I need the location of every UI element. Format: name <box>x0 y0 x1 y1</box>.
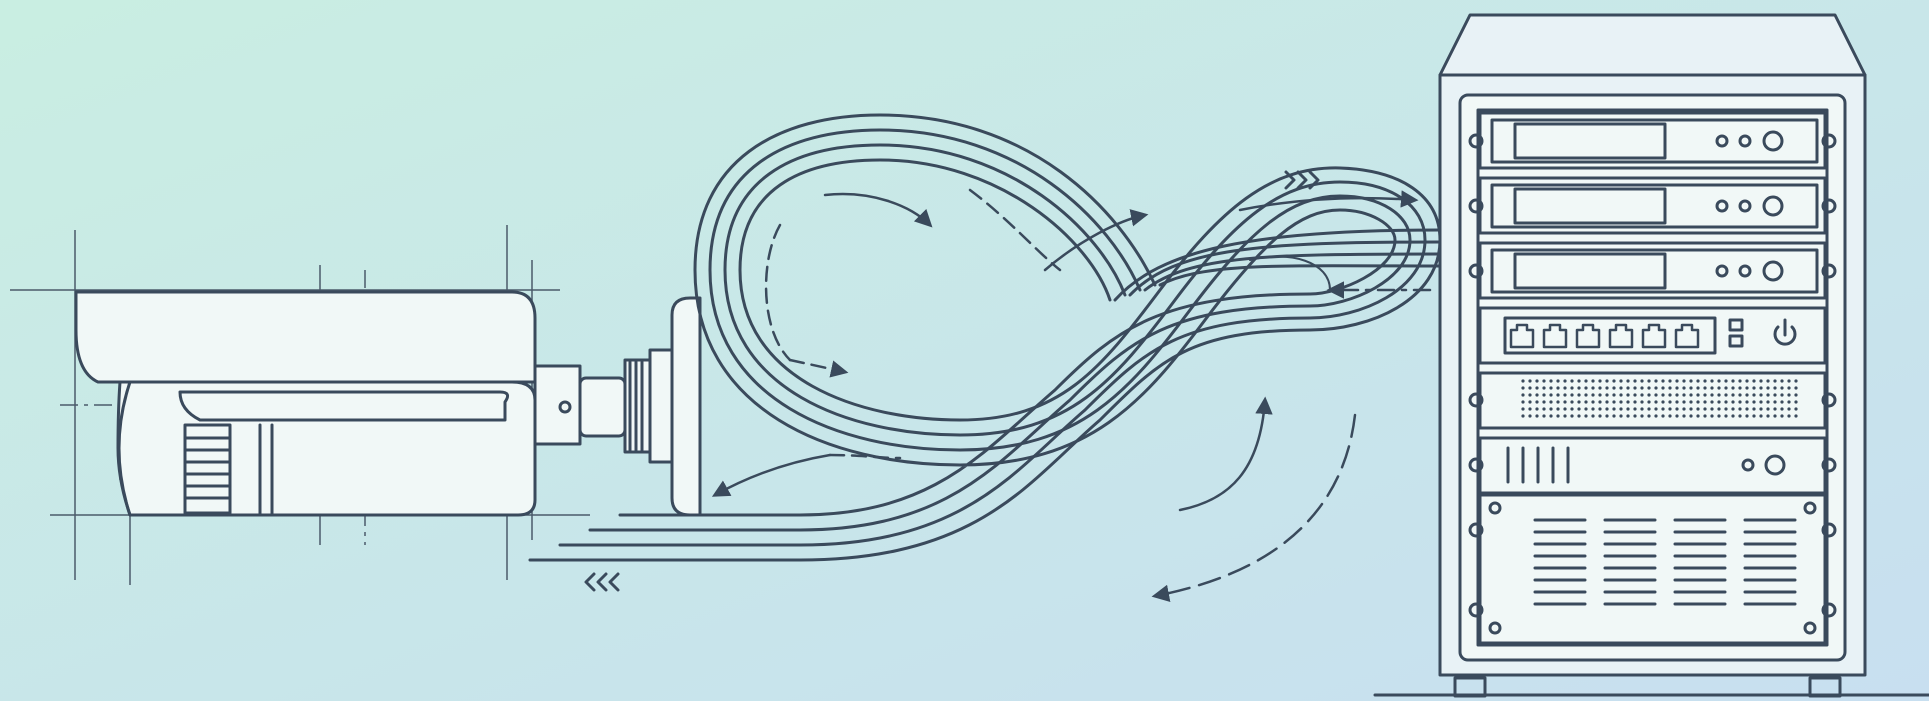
drive-unit <box>1468 176 1837 235</box>
vented-door <box>1468 493 1837 645</box>
data-flow-arrows <box>528 188 1432 602</box>
ethernet-port-icon <box>1542 323 1568 349</box>
vent-panel <box>1468 371 1837 430</box>
ethernet-port-icon <box>1608 323 1634 349</box>
ethernet-port-icon <box>1509 323 1535 349</box>
network-switch <box>1478 306 1827 365</box>
ethernet-port-icon <box>1641 323 1667 349</box>
storage-unit <box>1468 436 1837 495</box>
server-rack-icon <box>1373 13 1929 698</box>
cable-loop <box>528 113 1442 562</box>
ethernet-port-icon <box>1674 323 1700 349</box>
camera-icon <box>74 290 702 517</box>
power-icon <box>1773 325 1797 346</box>
chevron-right-icon <box>1284 170 1320 190</box>
drive-unit <box>1468 111 1837 170</box>
ethernet-port-icon <box>1575 323 1601 349</box>
drive-unit <box>1468 241 1837 300</box>
chevron-left-icon <box>584 572 620 592</box>
